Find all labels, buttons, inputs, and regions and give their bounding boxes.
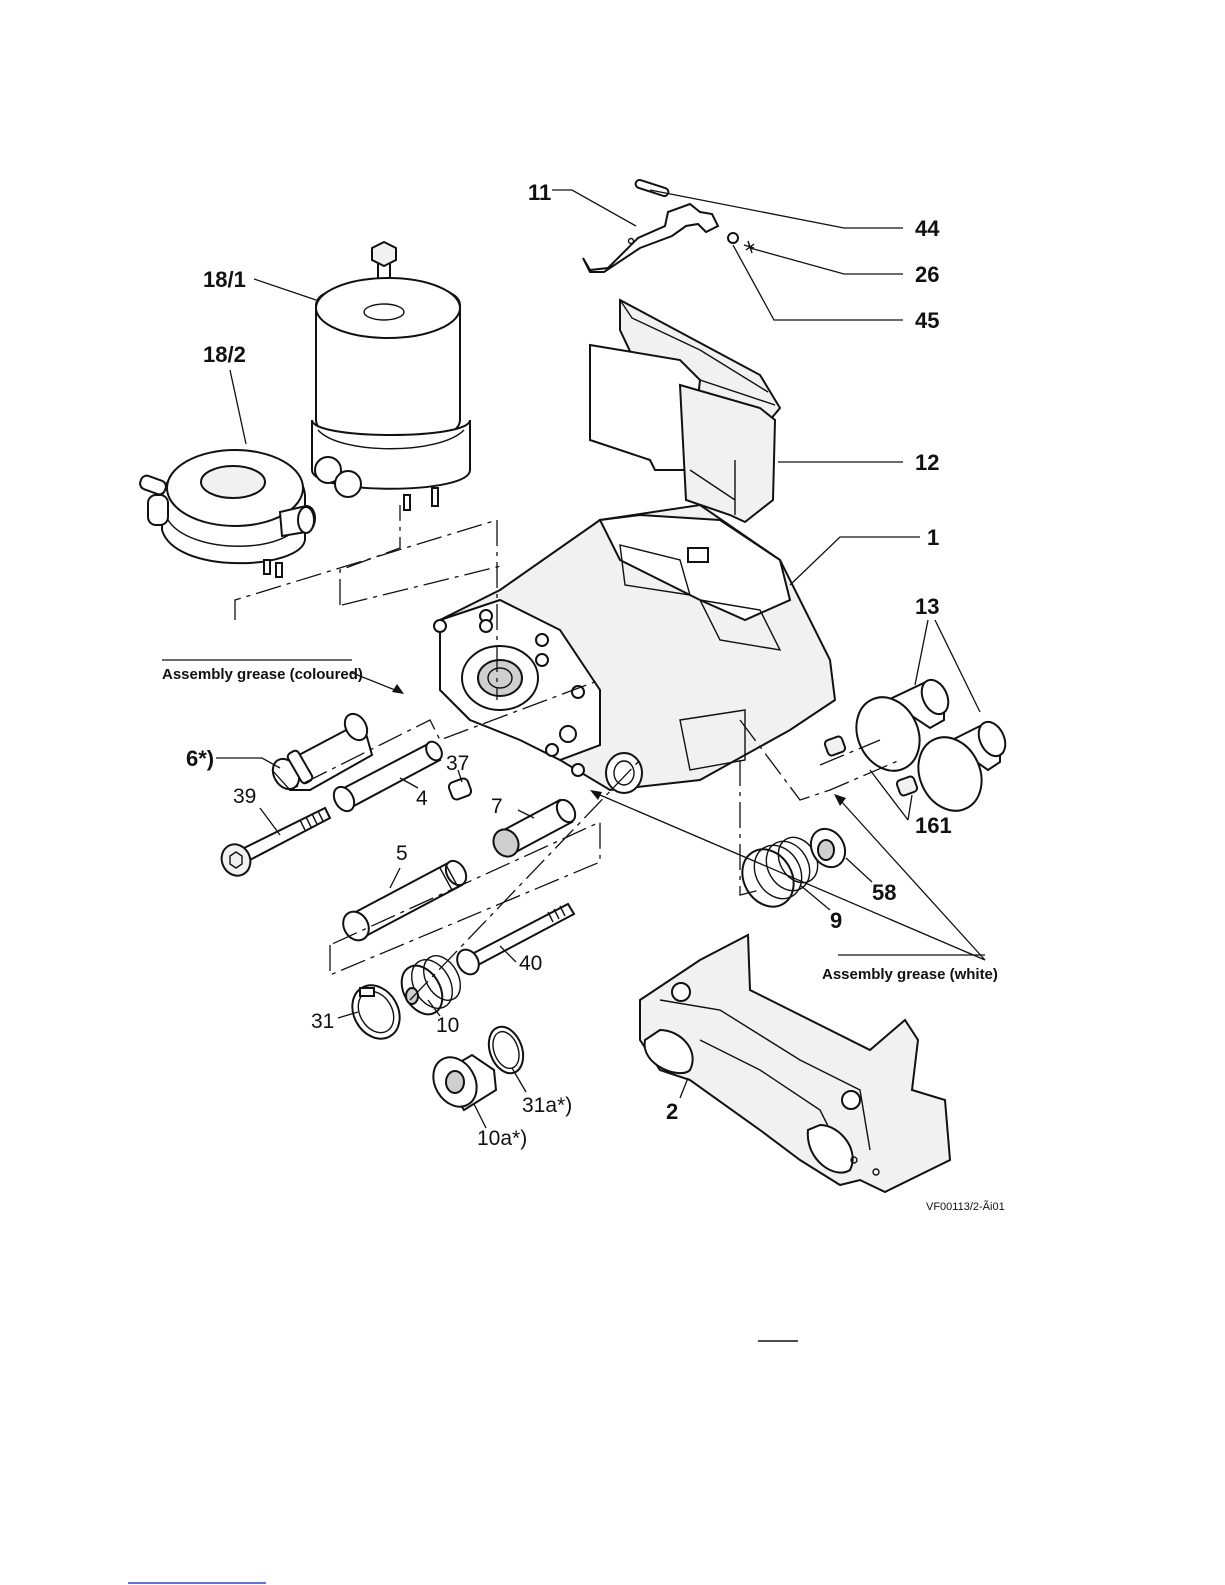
callout-161: 161 bbox=[915, 813, 952, 838]
callout-31: 31 bbox=[311, 1010, 334, 1033]
part-26-clip bbox=[744, 241, 754, 253]
callout-10: 10 bbox=[436, 1014, 459, 1037]
part-45-washer bbox=[728, 233, 738, 243]
part-13-caps bbox=[845, 676, 1011, 822]
part-5-guide-sleeve bbox=[338, 857, 470, 945]
part-10a-cap bbox=[425, 1049, 496, 1114]
callout-58: 58 bbox=[872, 880, 896, 905]
callout-44: 44 bbox=[915, 216, 940, 241]
callout-39: 39 bbox=[233, 785, 256, 808]
part-58-seal-ring bbox=[804, 823, 852, 874]
part-40-bolt bbox=[453, 904, 574, 978]
part-18-2-membrane-cylinder bbox=[138, 450, 315, 577]
callout-18-2: 18/2 bbox=[203, 342, 246, 367]
part-44-pin bbox=[635, 179, 670, 197]
callout-31a: 31a*) bbox=[522, 1094, 572, 1117]
callout-1: 1 bbox=[927, 525, 939, 550]
note-grease-white: Assembly grease (white) bbox=[822, 966, 998, 983]
callout-6: 6*) bbox=[186, 746, 214, 771]
callout-7: 7 bbox=[491, 795, 503, 818]
callout-18-1: 18/1 bbox=[203, 267, 246, 292]
callout-2: 2 bbox=[666, 1099, 678, 1124]
part-37-plug bbox=[448, 777, 473, 801]
callout-11: 11 bbox=[528, 180, 551, 205]
callout-4: 4 bbox=[416, 787, 428, 810]
callout-5: 5 bbox=[396, 842, 408, 865]
callout-45: 45 bbox=[915, 308, 939, 333]
figure-reference: VF00113/2-Ãi01 bbox=[926, 1200, 1005, 1213]
callout-9: 9 bbox=[830, 908, 842, 933]
callout-13: 13 bbox=[915, 594, 939, 619]
part-1-caliper-housing bbox=[434, 505, 835, 793]
callout-40: 40 bbox=[519, 952, 542, 975]
callout-37: 37 bbox=[446, 752, 469, 775]
callout-26: 26 bbox=[915, 262, 939, 287]
note-grease-coloured: Assembly grease (coloured) bbox=[162, 666, 363, 683]
part-11-pad-retainer bbox=[583, 204, 718, 272]
part-12-brake-pads bbox=[590, 300, 780, 522]
part-18-1-brake-cylinder bbox=[312, 242, 470, 510]
callout-12: 12 bbox=[915, 450, 939, 475]
part-31-clamp-ring bbox=[343, 977, 409, 1047]
callout-10a: 10a*) bbox=[477, 1127, 527, 1150]
part-39-bolt bbox=[217, 808, 330, 880]
